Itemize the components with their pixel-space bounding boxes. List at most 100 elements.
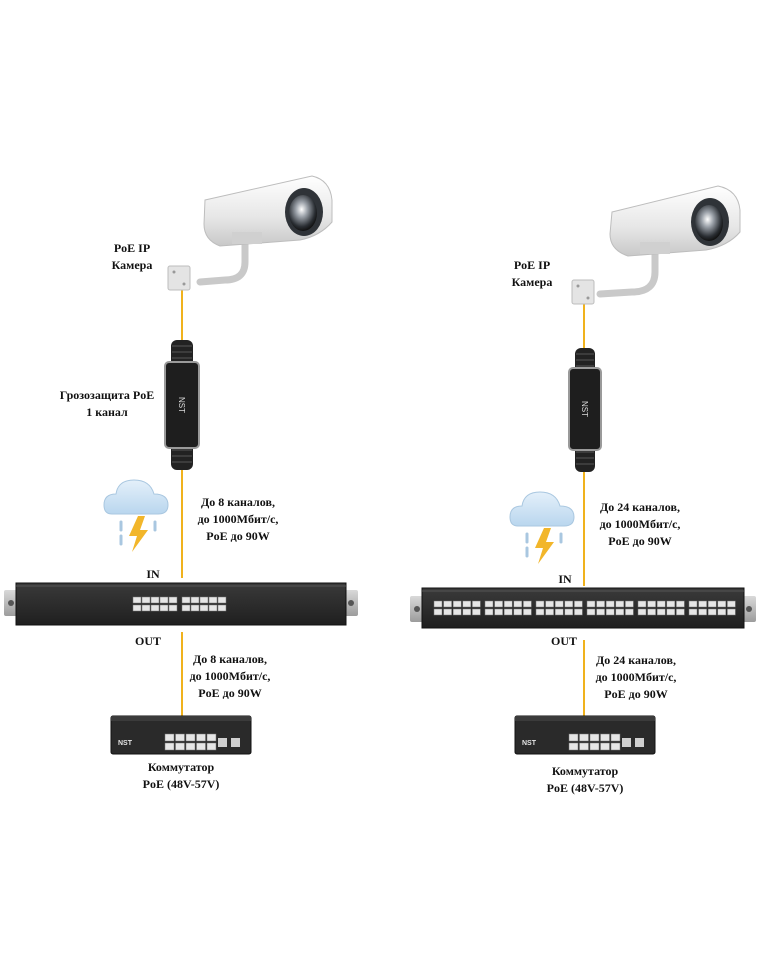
rj45-port <box>141 596 151 604</box>
svg-text:NST: NST <box>118 740 133 747</box>
rj45-port <box>132 604 142 612</box>
rj45-port <box>698 608 707 616</box>
rj45-port <box>717 608 727 616</box>
rj45-port <box>615 600 625 608</box>
rj45-port <box>206 733 217 742</box>
rj45-port <box>605 600 615 608</box>
rj45-port <box>596 600 605 608</box>
rj45-port <box>600 742 610 751</box>
rj45-port <box>494 600 503 608</box>
rj45-port <box>717 600 727 608</box>
rj45-port <box>503 608 513 616</box>
rj45-port <box>535 608 545 616</box>
rj45-port <box>535 600 545 608</box>
rj45-port <box>199 604 209 612</box>
rj45-port <box>707 608 717 616</box>
rj45-port <box>647 608 656 616</box>
rj45-port <box>484 600 494 608</box>
rj45-port <box>164 733 175 742</box>
rj45-port <box>666 600 676 608</box>
rj45-port <box>443 608 452 616</box>
rj45-port <box>637 608 647 616</box>
left-camera-label: PoE IP Камера <box>111 241 153 272</box>
right-in-label: IN <box>558 572 572 586</box>
left-out-label: OUT <box>134 634 161 648</box>
left-upper-spec: До 8 каналов, до 1000Мбит/с, PoE до 90W <box>197 495 279 543</box>
rj45-port <box>676 600 685 608</box>
rj45-port <box>610 733 621 742</box>
rj45-port <box>564 608 574 616</box>
rj45-port <box>579 742 589 751</box>
rj45-port <box>586 608 596 616</box>
rj45-port <box>175 742 185 751</box>
rj45-port <box>625 608 634 616</box>
rj45-port <box>625 600 634 608</box>
rj45-port <box>141 604 151 612</box>
rj45-port <box>472 600 481 608</box>
rj45-port <box>574 600 583 608</box>
camera-icon <box>571 185 741 305</box>
rj45-port <box>586 600 596 608</box>
rj45-port <box>190 604 200 612</box>
rj45-port <box>568 733 579 742</box>
rj45-port <box>159 596 169 604</box>
rj45-port <box>605 608 615 616</box>
rj45-port <box>564 600 574 608</box>
svg-text:NST: NST <box>177 397 186 413</box>
lightning-icon <box>129 516 148 552</box>
rj45-port <box>206 742 217 751</box>
rj45-port <box>656 600 666 608</box>
patch-panel-icon <box>410 587 756 629</box>
rj45-port <box>494 608 503 616</box>
rj45-port <box>150 604 160 612</box>
rj45-port <box>190 596 200 604</box>
rj45-port <box>523 600 532 608</box>
rj45-port <box>554 600 564 608</box>
poe-switch-icon: NST <box>514 715 656 755</box>
right-out-label: OUT <box>550 634 577 648</box>
rj45-port <box>727 600 736 608</box>
right-lower-spec: До 24 каналов, до 1000Мбит/с, PoE до 90W <box>595 653 677 701</box>
rj45-port <box>579 733 589 742</box>
rj45-port <box>656 608 666 616</box>
rj45-port <box>545 608 554 616</box>
rj45-port <box>164 742 175 751</box>
rj45-port <box>554 608 564 616</box>
rj45-port <box>503 600 513 608</box>
left-in-label: IN <box>146 567 160 581</box>
rj45-port <box>185 733 196 742</box>
rj45-port <box>462 608 472 616</box>
left-lower-spec: До 8 каналов, до 1000Мбит/с, PoE до 90W <box>189 652 271 700</box>
rj45-port <box>452 608 462 616</box>
right-camera-label: PoE IP Камера <box>511 258 553 289</box>
rj45-port <box>433 608 443 616</box>
patch-panel-icon <box>4 582 358 626</box>
lightning-icon <box>535 528 554 564</box>
rj45-port <box>513 608 523 616</box>
rj45-port <box>168 596 178 604</box>
rj45-port <box>589 742 600 751</box>
rj45-port <box>196 733 206 742</box>
rj45-port <box>150 596 160 604</box>
rj45-port <box>433 600 443 608</box>
rj45-port <box>574 608 583 616</box>
rj45-port <box>688 600 698 608</box>
right-upper-spec: До 24 каналов, до 1000Мбит/с, PoE до 90W <box>599 500 681 548</box>
left-switch-label: Коммутатор PoE (48V-57V) <box>142 760 220 791</box>
rj45-port <box>600 733 610 742</box>
svg-text:NST: NST <box>522 740 537 747</box>
storm-cloud-icon <box>103 479 169 552</box>
svg-text:NST: NST <box>580 401 589 417</box>
rj45-port <box>185 742 196 751</box>
rj45-port <box>666 608 676 616</box>
rj45-port <box>199 596 209 604</box>
rj45-port <box>208 596 218 604</box>
rj45-port <box>523 608 532 616</box>
rj45-port <box>727 608 736 616</box>
rj45-port <box>452 600 462 608</box>
rj45-port <box>168 604 178 612</box>
rj45-port <box>707 600 717 608</box>
storm-cloud-icon <box>509 491 575 564</box>
